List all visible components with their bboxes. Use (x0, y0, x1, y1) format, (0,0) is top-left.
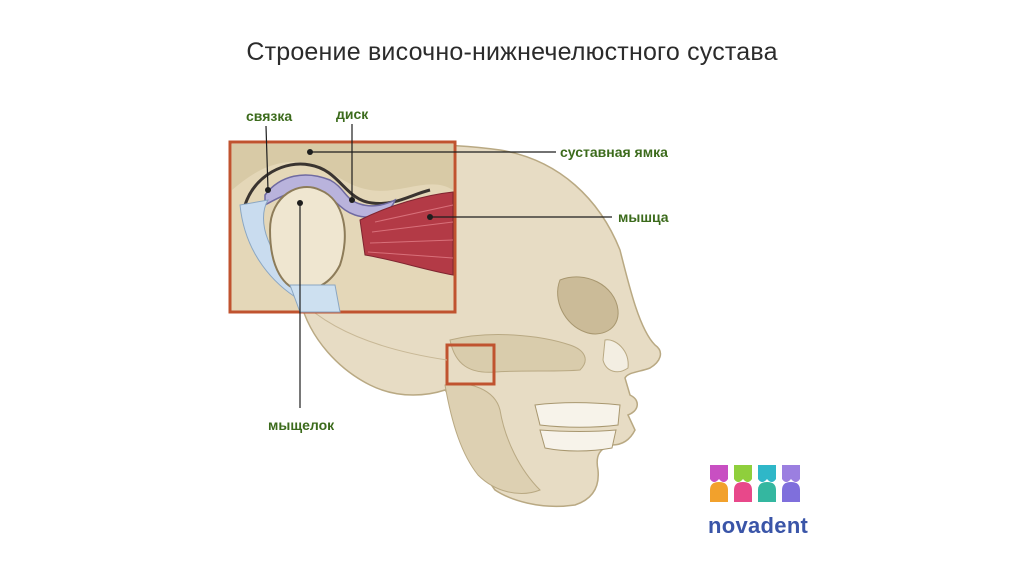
tooth-icon (734, 482, 752, 502)
tooth-icon (758, 465, 776, 482)
dot-fossa (307, 149, 313, 155)
condyle-neck (289, 284, 341, 313)
label-ligament: связка (246, 108, 293, 124)
upper-teeth (534, 402, 621, 428)
condyle-head (268, 185, 346, 292)
mandible (444, 383, 541, 494)
pointer-ligament (265, 125, 269, 191)
tooth-icon (710, 465, 728, 482)
pointer-dots (265, 149, 433, 220)
eye-socket (557, 276, 619, 335)
label-fossa: суставная ямка (560, 144, 668, 160)
joint-detail-view (228, 140, 457, 314)
tooth-icon (758, 482, 776, 502)
muscle-fibers (367, 204, 454, 259)
fossa-outline (243, 162, 431, 206)
tooth-icon (782, 465, 800, 482)
dot-muscle (427, 214, 433, 220)
dot-disc (349, 197, 355, 203)
label-muscle: мышца (618, 209, 669, 225)
dot-condyle (297, 200, 303, 206)
joint-highlight-box (445, 343, 496, 386)
temporal-bone (232, 144, 453, 191)
lower-teeth (539, 429, 617, 452)
label-pointers (265, 124, 612, 408)
novadent-logo-text: novadent (708, 513, 809, 538)
label-condyle: мыщелок (268, 417, 335, 433)
label-disc: диск (336, 106, 369, 122)
nasal-cavity (602, 339, 629, 373)
lateral-pterygoid-muscle (359, 191, 454, 276)
slide-title: Строение височно-нижнечелюстного сустава (246, 38, 778, 66)
tooth-icon (734, 465, 752, 482)
dot-ligament (265, 187, 271, 193)
tooth-icon (710, 482, 728, 502)
novadent-logo-icon (710, 465, 800, 502)
tooth-icon (782, 482, 800, 502)
